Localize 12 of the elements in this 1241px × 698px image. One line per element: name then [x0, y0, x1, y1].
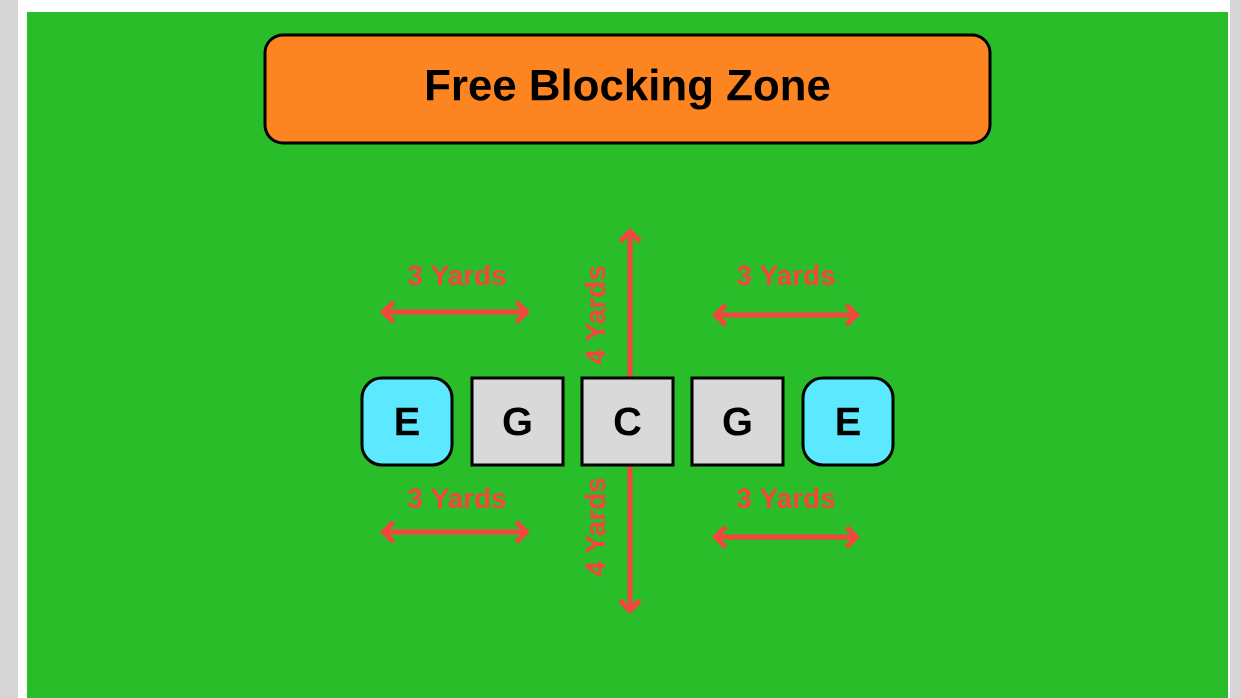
player-box: E: [360, 376, 454, 467]
title-box: Free Blocking Zone: [263, 33, 992, 145]
player-box: E: [801, 376, 895, 467]
measure-label: 4 Yards: [584, 266, 606, 365]
measure-label: 4 Yards: [584, 478, 606, 577]
player-box: G: [470, 376, 565, 467]
player-box: C: [580, 376, 675, 467]
measure-label: 3 Yards: [408, 264, 506, 286]
measure-label: 3 Yards: [408, 487, 506, 509]
measure-label: 3 Yards: [737, 487, 835, 509]
measure-label: 3 Yards: [737, 264, 835, 286]
player-box: G: [690, 376, 785, 467]
